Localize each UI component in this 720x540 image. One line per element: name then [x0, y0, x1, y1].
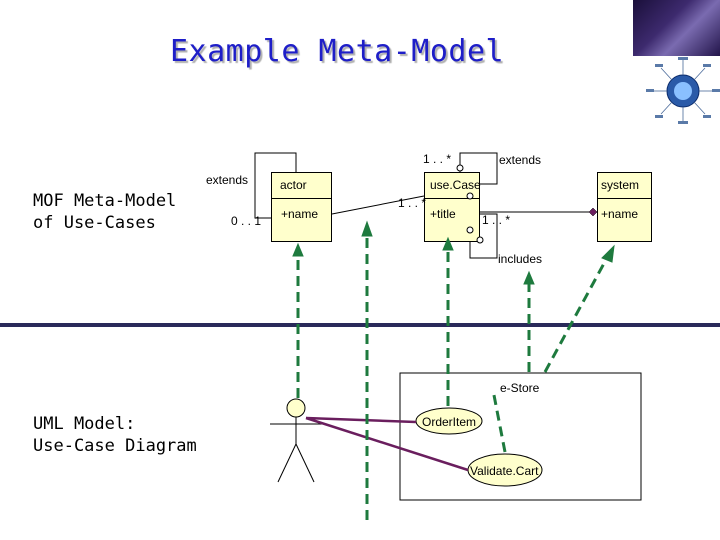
mof-label-line1: MOF Meta-Model: [33, 191, 177, 211]
label-system-name: e-Store: [500, 381, 540, 395]
usecase-extends-start-marker: [466, 192, 474, 200]
arrowhead-includes: [523, 270, 535, 285]
arrowhead-actor: [292, 242, 304, 257]
label-extends-left: extends: [206, 173, 249, 187]
aggregation-diamond: [588, 207, 598, 217]
arrowhead-association: [361, 220, 373, 237]
usecase-extends-association: [459, 152, 498, 185]
actor-stick-figure: [270, 398, 322, 483]
class-usecase-attr: +title: [430, 207, 456, 221]
class-system: [597, 172, 652, 242]
instance-of-arrow-includes-lower: [491, 389, 507, 453]
logo-image: [646, 57, 720, 124]
banner-image: [633, 0, 720, 56]
label-includes: includes: [498, 252, 543, 266]
arrowhead-system: [601, 244, 615, 263]
uml-label-line2: Use-Case Diagram: [33, 436, 197, 456]
mof-label-line2: of Use-Cases: [33, 213, 156, 233]
instance-of-arrow-system: [543, 255, 610, 373]
usecase-includes-association: [469, 213, 498, 259]
arrowhead-usecase: [442, 236, 454, 251]
usecase-includes-start-marker: [476, 236, 484, 244]
actor-self-association: [254, 152, 297, 219]
actor-usecase-association: [331, 195, 425, 215]
class-usecase-name: use.Case: [430, 178, 481, 192]
actor-validatecart-association: [305, 416, 469, 472]
label-usecase-validatecart: Validate.Cart: [470, 464, 539, 478]
class-actor-attr: +name: [281, 207, 319, 221]
label-usecase-orderitem: OrderItem: [422, 415, 477, 429]
class-actor-header: [272, 173, 331, 199]
actor-orderitem-association: [305, 416, 417, 424]
class-usecase-header: [425, 173, 479, 199]
class-system-attr: +name: [601, 207, 639, 221]
class-actor-name: actor: [280, 178, 307, 192]
label-mult-actor-usecase: 1 . . *: [398, 196, 427, 210]
label-extends-right: extends: [499, 153, 542, 167]
class-system-name: system: [601, 178, 640, 192]
separator-line: [0, 323, 720, 327]
usecase-includes-end-marker: [466, 226, 474, 234]
usecase-extends-end-marker: [456, 164, 464, 172]
page-title: Example Meta-Model: [170, 34, 505, 69]
uml-label-line1: UML Model:: [33, 414, 136, 434]
class-system-header: [598, 173, 651, 199]
label-mult-top: 1 . . *: [423, 152, 452, 166]
class-actor: [271, 172, 332, 242]
uml-label: UML Model: Use-Case Diagram: [33, 413, 197, 457]
label-mult-actor-self: 0 . . 1: [231, 214, 262, 228]
mof-label: MOF Meta-Model of Use-Cases: [33, 190, 176, 234]
label-mult-usecase-system: 1 . . *: [482, 213, 511, 227]
